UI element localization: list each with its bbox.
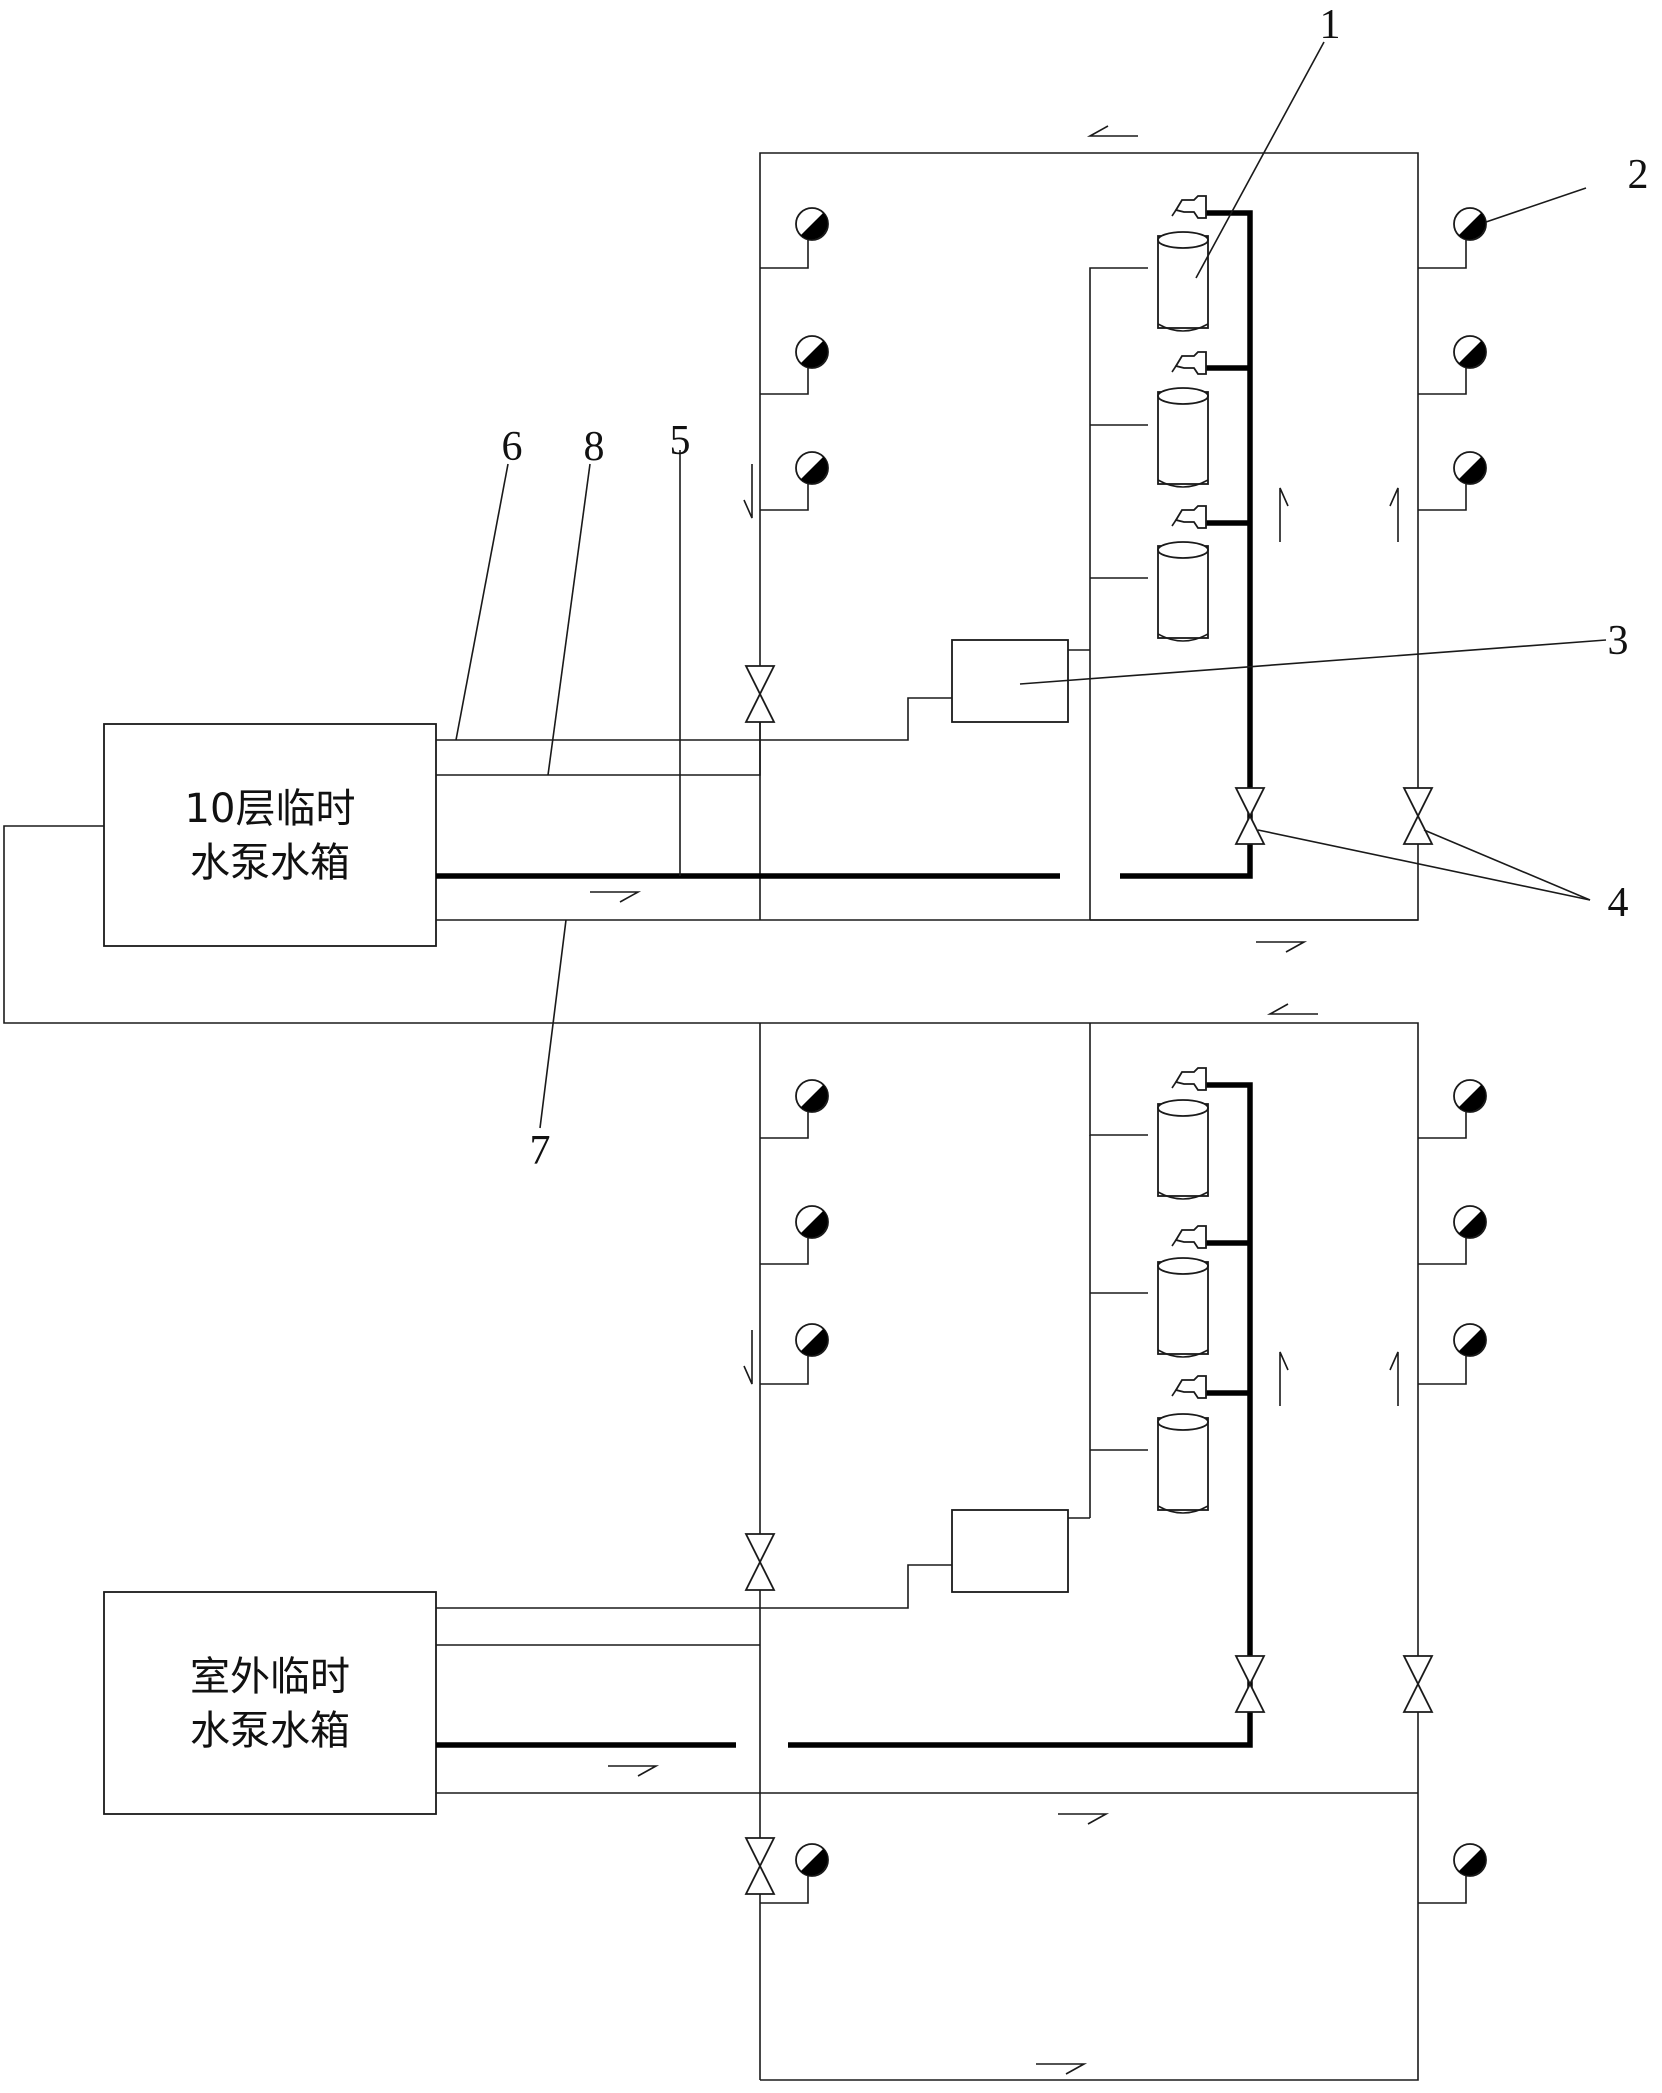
fire-hydrant-icon [1418, 207, 1487, 269]
extinguisher-cylinder-icon [1157, 387, 1209, 488]
flow-direction-arrow-icon [1086, 125, 1138, 137]
extinguisher-cylinder-icon [1157, 231, 1209, 332]
flow-direction-arrow-icon [743, 464, 753, 519]
callout-7: 7 [530, 1128, 551, 1174]
flow-direction-arrow-icon [1256, 941, 1308, 953]
tank-lower-line1: 室外临时 [190, 1654, 350, 1700]
flow-direction-arrow-icon [1389, 487, 1399, 542]
gate-valve-icon [1234, 787, 1266, 845]
callout-3: 3 [1608, 618, 1629, 664]
upper-loop [436, 152, 1419, 921]
gate-valve-icon [1402, 787, 1434, 845]
fire-hydrant-icon [760, 1323, 829, 1385]
flow-direction-arrow-icon [1266, 1003, 1318, 1015]
callout-5: 5 [670, 418, 691, 464]
gate-valve-icon [1402, 1655, 1434, 1713]
fire-hydrant-icon [1418, 1205, 1487, 1265]
nozzles [1171, 195, 1207, 1399]
valves [744, 665, 1434, 1895]
extinguisher-cylinder-icon [1157, 541, 1209, 642]
fire-hydrant-icon [760, 451, 829, 511]
hose-nozzle-icon [1171, 195, 1207, 219]
hose-nozzle-icon [1171, 1225, 1207, 1249]
extinguishers [1157, 231, 1209, 1514]
callout-4: 4 [1608, 880, 1629, 926]
gate-valve-icon [1234, 1655, 1266, 1713]
flow-direction-arrow-icon [1279, 1351, 1289, 1406]
tank-upper-line2: 水泵水箱 [190, 840, 350, 886]
gate-valve-icon [744, 1837, 776, 1895]
fire-hydrant-icon [1418, 1079, 1487, 1139]
fire-hydrant-icon [1418, 1323, 1487, 1385]
flow-direction-arrow-icon [1279, 487, 1289, 542]
extinguisher-cylinder-icon [1157, 1413, 1209, 1514]
fire-hydrant-icon [760, 1079, 829, 1139]
flow-direction-arrow-icon [590, 891, 642, 903]
callout-8: 8 [584, 424, 605, 470]
tank-lower: 室外临时 水泵水箱 [103, 1591, 437, 1815]
pump-room-box-upper [436, 639, 1069, 741]
hydrants [760, 207, 1487, 1904]
fire-hydrant-icon [760, 1843, 829, 1904]
callout-1: 1 [1320, 2, 1341, 48]
callout-6: 6 [502, 424, 523, 470]
tank-lower-line2: 水泵水箱 [190, 1708, 350, 1754]
hose-nozzle-icon [1171, 505, 1207, 529]
gate-valve-icon [744, 1533, 776, 1591]
fire-hydrant-icon [1418, 451, 1487, 511]
callout-labels: 1 2 3 4 5 6 7 8 [502, 2, 1649, 1174]
extinguisher-cylinder-icon [1157, 1257, 1209, 1358]
flow-direction-arrow-icon [743, 1330, 753, 1385]
fire-hydrant-icon [760, 1205, 829, 1265]
upper-tank-pipes [3, 210, 1253, 1024]
flow-arrows [590, 125, 1399, 2075]
hose-nozzle-icon [1171, 1067, 1207, 1091]
gate-valve-icon [744, 665, 776, 723]
pump-room-box-lower [436, 1509, 1069, 1609]
fire-hydrant-icon [1418, 1843, 1487, 1904]
flow-direction-arrow-icon [608, 1765, 660, 1777]
callout-2: 2 [1628, 152, 1649, 198]
lower-tank-pipes [436, 1082, 1253, 1748]
tank-upper-line1: 10层临时 [185, 786, 356, 832]
hose-nozzle-icon [1171, 1375, 1207, 1399]
lower-loop [436, 1022, 1419, 2081]
extinguisher-cylinder-icon [1157, 1099, 1209, 1200]
tank-upper: 10层临时 水泵水箱 [103, 723, 437, 947]
fire-hydrant-icon [1418, 335, 1487, 395]
hose-nozzle-icon [1171, 351, 1207, 375]
callout-leaders [455, 41, 1607, 1129]
flow-direction-arrow-icon [1036, 2063, 1088, 2075]
flow-direction-arrow-icon [1389, 1351, 1399, 1406]
fire-hydrant-icon [760, 207, 829, 269]
fire-hydrant-icon [760, 335, 829, 395]
flow-direction-arrow-icon [1058, 1813, 1110, 1825]
